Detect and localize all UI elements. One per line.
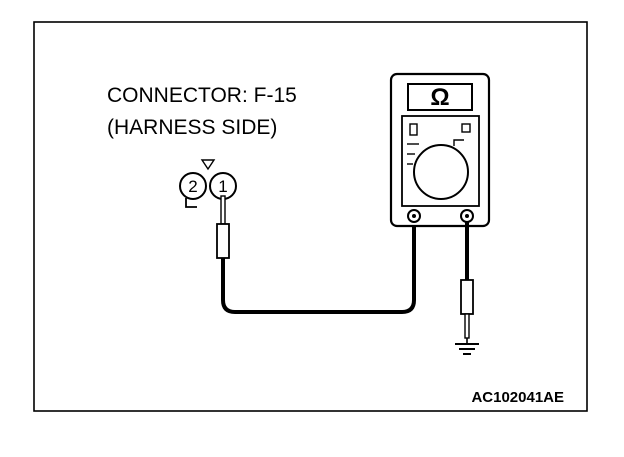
terminal-ohm-center [465, 214, 469, 218]
connector-body-outline [185, 198, 197, 208]
connector-side-label: (HARNESS SIDE) [107, 116, 277, 139]
range-indicator-top-right [461, 123, 471, 133]
multimeter-icon: Ω [389, 72, 491, 228]
ground-probe-handle [460, 279, 474, 315]
connector-name-label: CONNECTOR: F-15 [107, 84, 297, 107]
connector-key-marker [200, 159, 216, 171]
ground-probe-needle [464, 313, 470, 339]
probe-needle [220, 195, 226, 225]
selector-dial-knob [413, 144, 469, 200]
range-indicator-top-left [409, 123, 418, 136]
probe-handle [216, 223, 230, 259]
figure-frame [33, 21, 588, 412]
ground-probe-icon [460, 279, 474, 339]
terminal-com-center [412, 214, 416, 218]
connector-icon: 2 1 [179, 159, 237, 208]
figure-code-label: AC102041AE [471, 389, 564, 406]
connector-pin-1-label: 1 [218, 177, 227, 196]
range-tick-right [453, 139, 464, 146]
multimeter-display [407, 83, 473, 111]
connector-pin-2-label: 2 [188, 177, 197, 196]
connector-pin-2 [179, 172, 207, 200]
ground-symbol-icon [455, 338, 479, 355]
test-lead-wire [221, 216, 416, 314]
ohm-unit-display: Ω [430, 84, 449, 111]
probe-icon [216, 195, 230, 259]
